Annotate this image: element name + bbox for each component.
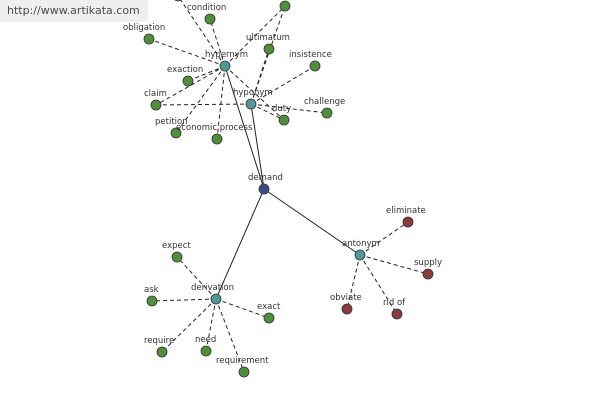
label-economic-process: economic process xyxy=(176,123,253,133)
label-obligation: obligation xyxy=(123,23,165,33)
node-derivation[interactable] xyxy=(210,293,222,305)
label-requirement: requirement xyxy=(216,356,269,366)
node-claim[interactable] xyxy=(150,99,162,111)
edge-hypernym-duty xyxy=(224,65,285,121)
node-top-offscreen-2[interactable] xyxy=(279,0,291,12)
node-exact[interactable] xyxy=(263,312,275,324)
edge-hyponym-challenge xyxy=(250,103,328,114)
edge-derivation-expect xyxy=(176,256,217,300)
node-hyponym[interactable] xyxy=(245,98,257,110)
label-antonym: antonym xyxy=(342,239,380,249)
label-demand: demand xyxy=(248,173,283,183)
label-duty: duty xyxy=(272,104,291,114)
node-demand[interactable] xyxy=(258,183,270,195)
edge-hyponym-insistence xyxy=(250,65,316,105)
node-require[interactable] xyxy=(156,346,168,358)
edge-demand-antonym xyxy=(263,188,361,256)
edge-antonym-eliminate xyxy=(359,221,409,256)
node-obviate[interactable] xyxy=(341,303,353,315)
label-hyponym: hyponym xyxy=(233,88,273,98)
label-claim: claim xyxy=(144,89,167,99)
node-antonym[interactable] xyxy=(354,249,366,261)
label-ultimatum: ultimatum xyxy=(246,33,290,43)
edge-antonym-supply xyxy=(359,254,429,275)
node-insistence[interactable] xyxy=(309,60,321,72)
edge-demand-hypernym xyxy=(224,65,265,190)
node-hypernym[interactable] xyxy=(219,60,231,72)
edge-hypernym-claim xyxy=(155,65,226,106)
node-top-offscreen-1[interactable] xyxy=(173,0,183,2)
node-obligation[interactable] xyxy=(143,33,155,45)
node-rid-of[interactable] xyxy=(391,308,403,320)
edge-derivation-ask xyxy=(151,298,217,302)
edge-hypernym-economic-process xyxy=(216,65,226,140)
edge-hyponym-claim xyxy=(155,103,252,106)
node-exaction[interactable] xyxy=(182,75,194,87)
node-ultimatum[interactable] xyxy=(263,43,275,55)
edge-antonym-obviate xyxy=(346,254,361,310)
node-eliminate[interactable] xyxy=(402,216,414,228)
edge-antonym-rid-of xyxy=(359,254,398,315)
label-rid-of: rid of xyxy=(383,298,406,308)
label-need: need xyxy=(195,335,216,345)
label-petition: petition xyxy=(155,117,188,127)
label-exaction: exaction xyxy=(167,65,203,75)
label-supply: supply xyxy=(414,258,442,268)
label-hypernym: hypernym xyxy=(205,50,248,60)
node-need[interactable] xyxy=(200,345,212,357)
label-exact: exact xyxy=(257,302,281,312)
node-challenge[interactable] xyxy=(321,107,333,119)
edges-layer xyxy=(148,0,429,373)
edge-hypernym-condition xyxy=(209,18,226,67)
label-derivation: derivation xyxy=(191,283,234,293)
label-ask: ask xyxy=(144,285,159,295)
node-expect[interactable] xyxy=(171,251,183,263)
label-insistence: insistence xyxy=(289,50,332,60)
node-ask[interactable] xyxy=(146,295,158,307)
label-require: require xyxy=(144,336,174,346)
edge-derivation-need xyxy=(205,298,217,352)
node-condition[interactable] xyxy=(204,13,216,25)
node-petition[interactable] xyxy=(170,127,182,139)
edge-demand-hyponym xyxy=(250,103,265,190)
label-condition: condition xyxy=(187,3,226,13)
edge-demand-derivation xyxy=(215,188,265,300)
edge-hypernym-top-offscreen-1 xyxy=(180,0,226,67)
edge-derivation-requirement xyxy=(215,298,245,373)
label-challenge: challenge xyxy=(304,97,345,107)
node-requirement[interactable] xyxy=(238,366,250,378)
label-eliminate: eliminate xyxy=(386,206,426,216)
edge-hypernym-top-offscreen-2 xyxy=(224,5,286,67)
edge-hyponym-duty xyxy=(250,103,285,121)
edge-derivation-require xyxy=(161,298,217,353)
node-supply[interactable] xyxy=(422,268,434,280)
source-link[interactable]: http://www.artikata.com xyxy=(0,0,148,22)
node-duty[interactable] xyxy=(278,114,290,126)
node-economic-process[interactable] xyxy=(211,133,223,145)
label-obviate: obviate xyxy=(330,293,362,303)
nodes-layer xyxy=(143,0,434,378)
edge-hyponym-top-offscreen-2 xyxy=(250,5,286,105)
edge-derivation-exact xyxy=(215,298,270,319)
labels-layer: demand hypernym hyponym derivation antonym co… xyxy=(123,3,442,366)
label-expect: expect xyxy=(162,241,191,251)
